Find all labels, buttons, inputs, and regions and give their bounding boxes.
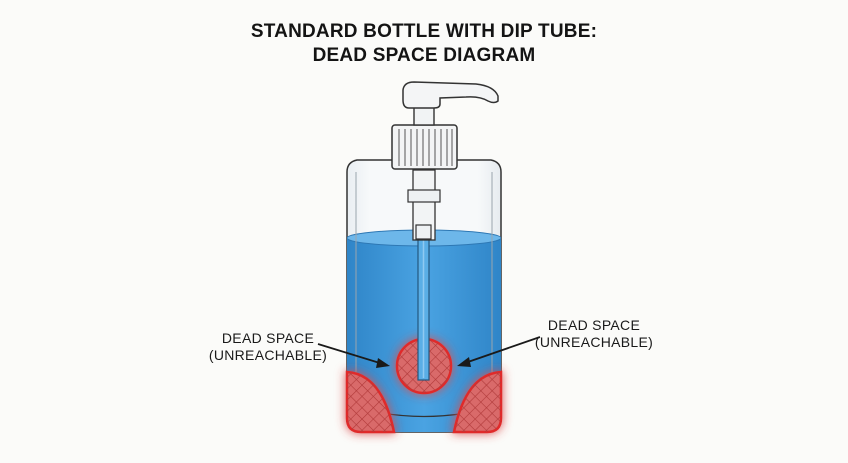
label-right-line-1: DEAD SPACE [547,317,641,333]
label-left-line-2: (UNREACHABLE) [208,347,328,363]
pump-head [402,81,499,109]
diagram-title: STANDARD BOTTLE WITH DIP TUBE: DEAD SPAC… [0,20,848,68]
arrow-left [317,343,384,365]
arrow-right [464,336,541,364]
title-line-2: DEAD SPACE DIAGRAM [312,45,536,66]
label-right-line-2: (UNREACHABLE) [534,334,654,350]
arrow-left-head [376,358,390,368]
collar-ribs [398,129,453,166]
title-line-1: STANDARD BOTTLE WITH DIP TUBE: [250,21,598,42]
label-dead-space-right: DEAD SPACE (UNREACHABLE) [524,317,664,351]
label-left-line-1: DEAD SPACE [221,330,315,346]
arrow-right-head [457,357,471,367]
pump-shaft [412,169,436,241]
label-dead-space-left: DEAD SPACE (UNREACHABLE) [198,330,338,364]
